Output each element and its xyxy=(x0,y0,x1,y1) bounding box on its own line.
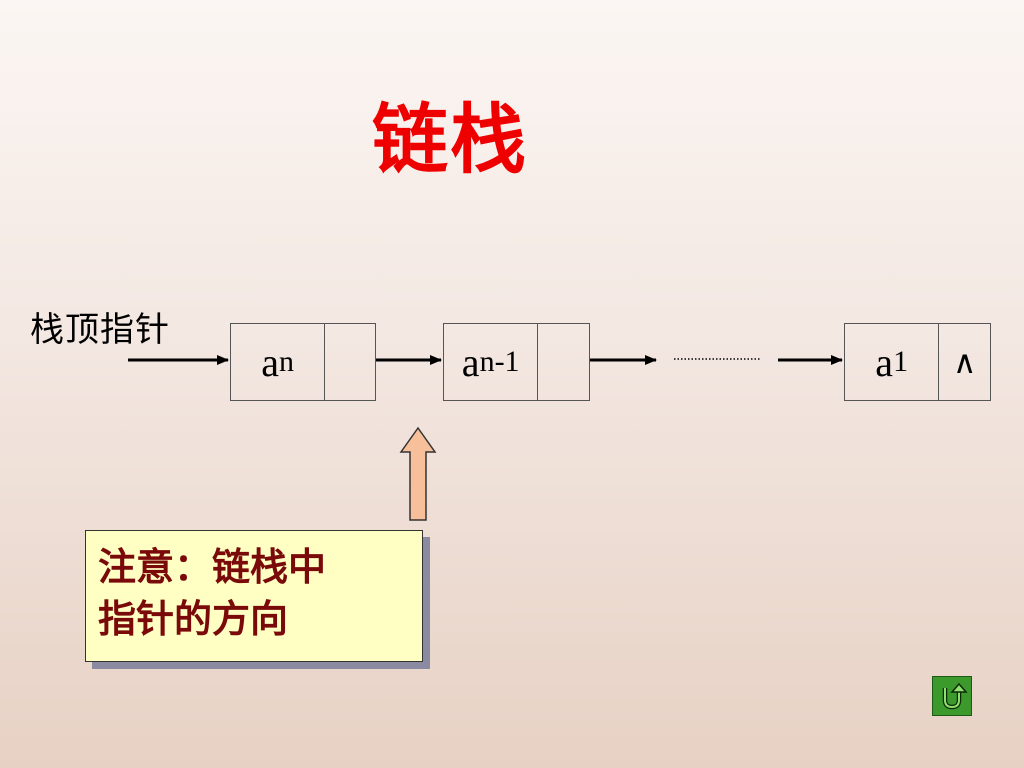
node-data-base: a xyxy=(461,339,480,385)
up-arrow-icon xyxy=(399,426,437,521)
note-callout: 注意：链栈中 指针的方向 xyxy=(85,530,423,662)
stack-top-pointer-label: 栈顶指针 xyxy=(30,310,170,350)
u-turn-return-icon xyxy=(942,682,968,710)
node-data-subscript: n xyxy=(279,345,295,378)
node-data-base: a xyxy=(261,339,280,385)
node-data-subscript: n-1 xyxy=(479,345,520,378)
note-line-2: 指针的方向 xyxy=(98,597,289,641)
node-data-base: a xyxy=(875,339,894,385)
return-button[interactable] xyxy=(932,676,972,716)
node-null-pointer: ∧ xyxy=(952,343,977,381)
node-data-subscript: 1 xyxy=(893,345,909,378)
note-line-1: 注意：链栈中 xyxy=(98,545,327,589)
page-title: 链栈 xyxy=(372,95,528,184)
